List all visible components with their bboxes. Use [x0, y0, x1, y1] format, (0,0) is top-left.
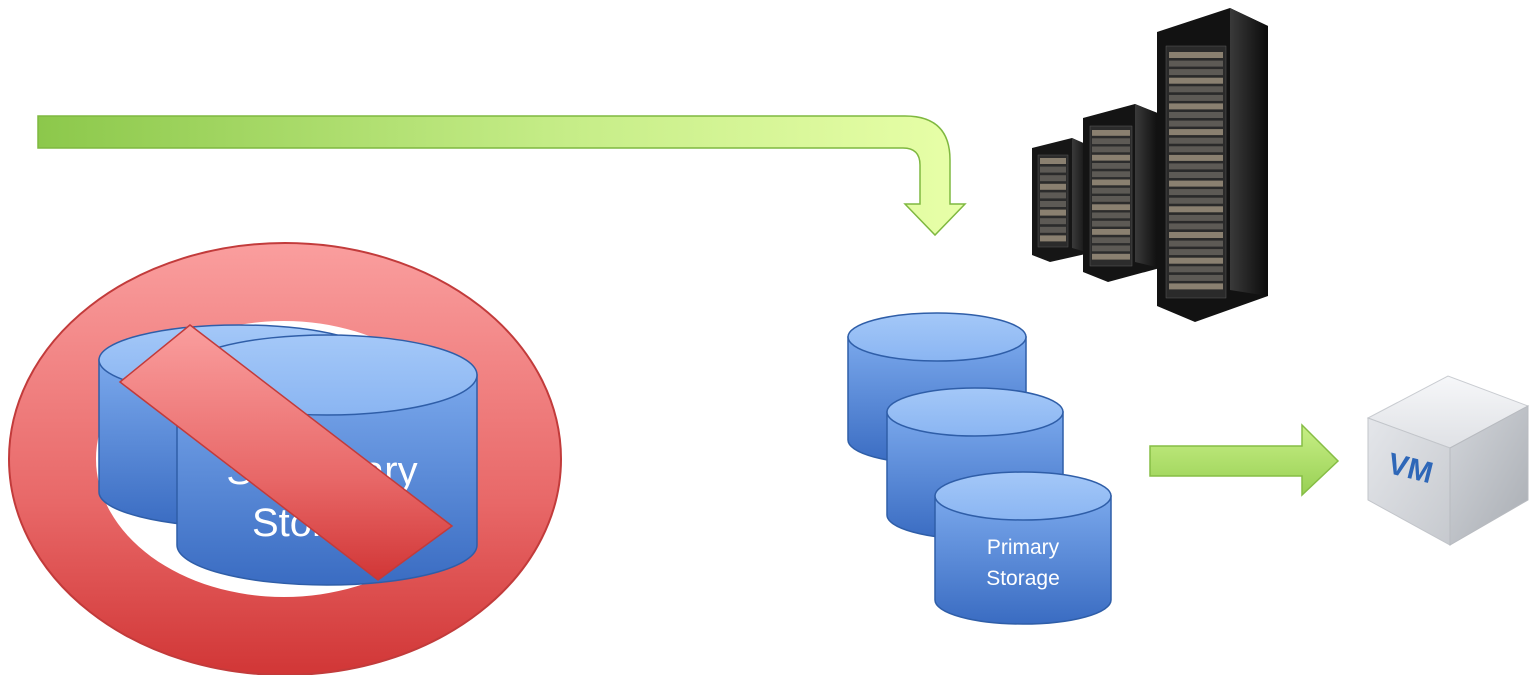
drive-bay	[1169, 154, 1223, 161]
drive-bay	[1169, 146, 1223, 153]
drive-bay	[1040, 201, 1066, 207]
drive-bay	[1169, 180, 1223, 187]
server-rack-small	[1032, 138, 1090, 262]
drive-bay	[1169, 120, 1223, 127]
drive-bay	[1092, 130, 1130, 136]
drive-bay	[1169, 232, 1223, 238]
drive-bay	[1092, 212, 1130, 219]
drive-bay	[1169, 103, 1223, 110]
prohibited-slash	[118, 324, 454, 581]
drive-bay	[1040, 235, 1066, 242]
drive-bay	[1169, 214, 1223, 221]
drive-bay	[1169, 257, 1223, 264]
drive-bay	[1169, 137, 1223, 144]
drive-bay	[1169, 266, 1223, 273]
drive-bay	[1169, 283, 1223, 290]
drive-bay	[1040, 175, 1066, 182]
drive-bay	[1092, 138, 1130, 145]
vm-cube-icon: VM	[1366, 375, 1530, 546]
primary-storage-label-line1: Primary	[987, 536, 1060, 559]
server-rack-icon	[1032, 8, 1268, 322]
drive-bay	[1169, 189, 1223, 196]
drive-bay	[1169, 77, 1223, 84]
arrow-to-vm	[1149, 423, 1340, 497]
drive-bay	[1169, 69, 1223, 76]
drive-bay	[1092, 245, 1130, 252]
drive-bay	[1092, 146, 1130, 153]
drive-bay	[1169, 197, 1223, 204]
drive-bay	[1092, 179, 1130, 186]
drive-bay	[1092, 237, 1130, 244]
drive-bay	[1169, 249, 1223, 256]
drive-bay	[1092, 253, 1130, 260]
drive-bay	[1169, 94, 1223, 101]
drive-bay	[1040, 158, 1066, 164]
drive-bay	[1169, 86, 1223, 93]
drive-bay	[1040, 166, 1066, 173]
drive-bay	[1169, 240, 1223, 247]
drive-bay	[1092, 163, 1130, 169]
drive-bay	[1092, 220, 1130, 227]
drive-bay	[1169, 206, 1223, 213]
drive-bay	[1040, 226, 1066, 233]
primary-storage: Primary Storage	[847, 312, 1112, 625]
drive-bay	[1092, 229, 1130, 235]
drive-bay	[1169, 60, 1223, 67]
drive-bay	[1169, 129, 1223, 136]
drive-bay	[1040, 209, 1066, 216]
database-cylinder-icon	[934, 471, 1112, 625]
drive-bay	[1040, 192, 1066, 199]
drive-bay	[1040, 218, 1066, 225]
primary-storage-label-line2: Storage	[986, 567, 1060, 590]
drive-bay	[1169, 52, 1223, 58]
drive-bay	[1092, 154, 1130, 161]
drive-bay	[1092, 196, 1130, 202]
drive-bay	[1169, 172, 1223, 178]
curved-arrow-to-servers	[37, 115, 967, 237]
drive-bay	[1169, 274, 1223, 281]
drive-bay	[1092, 187, 1130, 194]
drive-bay	[1169, 112, 1223, 118]
drive-bay	[1169, 223, 1223, 230]
drive-bay	[1040, 183, 1066, 190]
drive-bay	[1092, 171, 1130, 178]
drive-bay	[1169, 163, 1223, 170]
prohibited-secondary-storage: Secondary Storage	[8, 242, 562, 675]
server-drive-bays	[1040, 52, 1223, 290]
drive-bay	[1092, 204, 1130, 211]
